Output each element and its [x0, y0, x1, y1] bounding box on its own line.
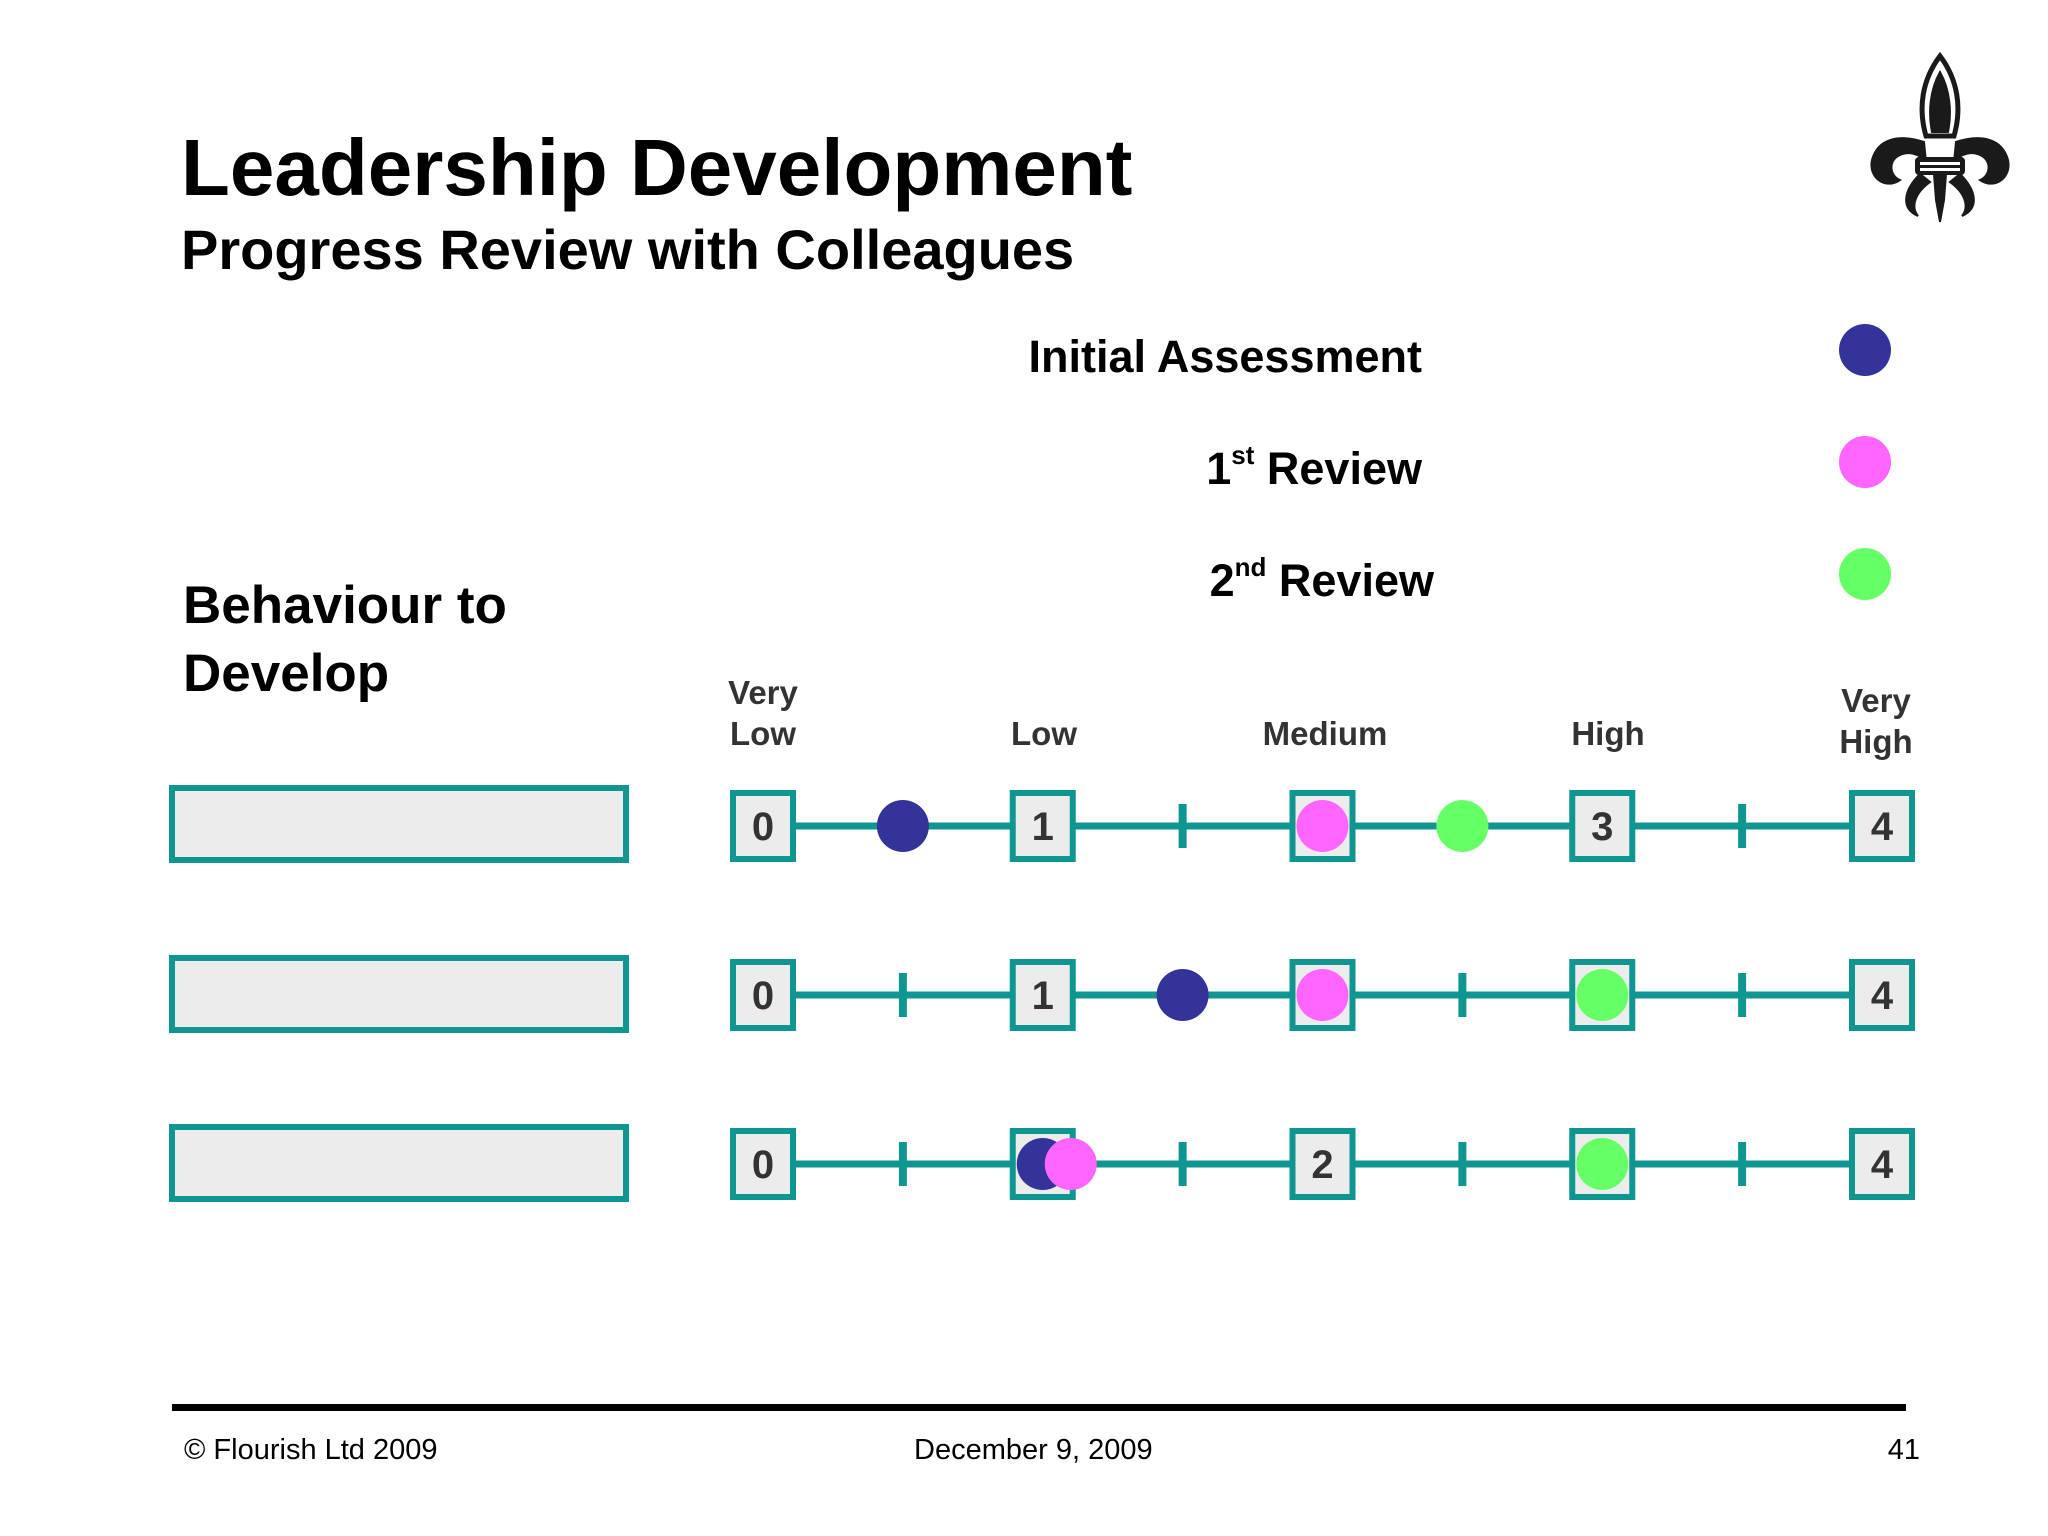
scale-heading-very-high: Very High: [1839, 682, 1913, 760]
rating-dot-initial-assessment-row-2: [1156, 969, 1209, 1021]
legend-dot-2nd-review: [1839, 548, 1891, 600]
rating-dot-1st-review-row-1: [1296, 800, 1349, 852]
scale-box-label-row-2-value-1: 1: [1032, 974, 1054, 1018]
scale-box-label-row-1-value-1: 1: [1032, 805, 1054, 849]
footer-page-number: 41: [1887, 1434, 1920, 1466]
behaviour-box-1[interactable]: [169, 785, 629, 863]
legend-label-initial-assessment: Initial Assessment: [1028, 331, 1423, 382]
scale-box-label-row-2-value-0: 0: [752, 974, 774, 1018]
rating-dot-1st-review-row-2: [1296, 969, 1349, 1021]
scale-box-label-row-3-value-4: 4: [1871, 1143, 1894, 1187]
scale-box-row-2-value-1: [1009, 959, 1076, 1031]
legend-label-1st-review: 1st Review: [1206, 440, 1422, 494]
scale-box-row-3-value-4: [1849, 1128, 1915, 1200]
scale-box-label-row-1-value-4: 4: [1871, 805, 1894, 849]
rating-dot-2nd-review-row-2: [1576, 969, 1629, 1021]
footer-divider: [172, 1404, 1906, 1411]
rating-dot-initial-assessment-row-1: [876, 800, 929, 852]
scale-box-row-1-value-1: [1009, 790, 1076, 862]
scale-box-label-row-1-value-3: 3: [1591, 805, 1613, 849]
rating-dot-2nd-review-row-3: [1576, 1138, 1629, 1190]
scale-box-label-row-2-value-4: 4: [1871, 974, 1894, 1018]
footer-copyright: © Flourish Ltd 2009: [184, 1434, 438, 1466]
page-subtitle: Progress Review with Colleagues: [181, 218, 1075, 281]
legend-label-2nd-review: 2nd Review: [1209, 552, 1434, 606]
rating-dot-2nd-review-row-1: [1436, 800, 1489, 852]
legend-dot-1st-review: [1839, 436, 1891, 488]
scale-box-row-3-value-2: [1289, 1128, 1356, 1200]
scale-box-label-row-3-value-0: 0: [752, 1143, 774, 1187]
scale-box-row-1-value-3: [1569, 790, 1636, 862]
rating-dot-1st-review-row-3: [1044, 1138, 1097, 1190]
legend-dot-initial-assessment: [1839, 324, 1891, 376]
scale-heading-high: High: [1571, 715, 1645, 752]
behaviour-heading: Behaviour to Develop: [183, 576, 507, 703]
behaviour-box-3[interactable]: [169, 1124, 629, 1202]
page-title: Leadership Development: [181, 123, 1133, 212]
scale-box-row-2-value-0: [730, 959, 796, 1031]
scale-heading-medium: Medium: [1262, 715, 1388, 752]
scale-box-label-row-1-value-0: 0: [752, 805, 774, 849]
scale-box-row-2-value-4: [1849, 959, 1915, 1031]
behaviour-box-2[interactable]: [169, 955, 629, 1033]
scale-box-row-1-value-0: [730, 790, 796, 862]
fleur-de-lis-icon: [1870, 51, 2010, 223]
footer-date: December 9, 2009: [914, 1434, 1153, 1466]
scale-heading-very-low: Very Low: [728, 674, 798, 752]
scale-box-row-1-value-4: [1849, 790, 1915, 862]
scale-heading-low: Low: [1011, 715, 1077, 752]
scale-box-label-row-3-value-2: 2: [1311, 1143, 1333, 1187]
scale-box-row-3-value-0: [730, 1128, 796, 1200]
